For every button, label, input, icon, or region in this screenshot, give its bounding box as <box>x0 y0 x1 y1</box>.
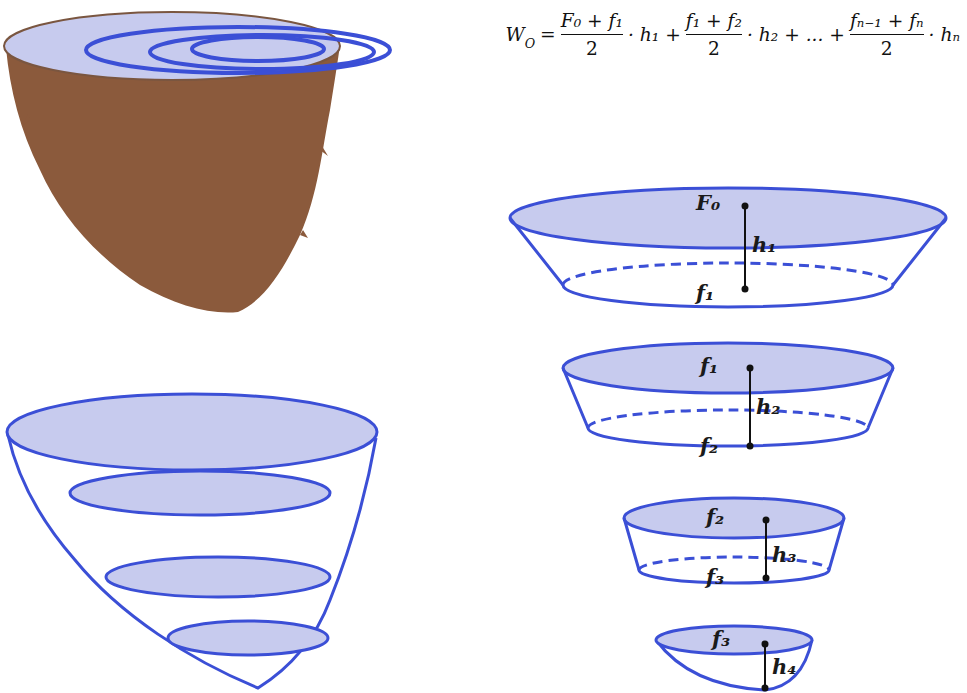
contour-line <box>86 27 390 73</box>
area-label: f₂ <box>706 506 724 527</box>
contour-line <box>192 37 324 61</box>
formula-term: fₙ₋₁ + fₙ <box>850 10 924 31</box>
section-ellipse <box>70 471 330 515</box>
frustum-slice: f₁ h₂ f₂ <box>558 338 900 464</box>
area-label: f₁ <box>700 355 718 376</box>
fraction: F₀ + f₁ 2 <box>561 10 623 59</box>
frustum-shape <box>558 338 900 464</box>
area-label: h₂ <box>756 396 780 417</box>
frustum-shape <box>618 494 852 598</box>
bowl-outline <box>8 435 376 688</box>
frustum-slice: f₂ h₃ f₃ <box>618 494 852 598</box>
section-ellipse <box>106 557 330 597</box>
area-label: F₀ <box>696 192 720 213</box>
formula-term: W <box>505 24 524 45</box>
fraction-bar <box>686 34 742 35</box>
area-label: f₁ <box>696 282 714 303</box>
contour-line <box>150 35 374 69</box>
terrain-body <box>6 45 340 313</box>
formula-term: · h₂ + ... + <box>747 24 845 45</box>
formula-term: = <box>540 24 556 45</box>
frustum-shape <box>504 182 952 314</box>
area-label: h₁ <box>752 234 776 255</box>
formula-term: f₁ + f₂ <box>686 10 742 31</box>
fraction: fₙ₋₁ + fₙ 2 <box>850 10 924 59</box>
fraction: f₁ + f₂ 2 <box>686 10 742 59</box>
area-label: h₄ <box>772 656 796 677</box>
frustum-slice: f₃ h₄ <box>650 620 820 693</box>
formula-term: · hₙ <box>929 24 960 45</box>
formula-term: 2 <box>881 38 893 59</box>
formula-term: 2 <box>586 38 598 59</box>
formula-term: F₀ + f₁ <box>561 10 623 31</box>
area-label: f₃ <box>706 566 724 587</box>
area-label: f₃ <box>712 628 730 649</box>
formula-term: O <box>525 36 535 51</box>
area-label: h₃ <box>772 544 796 565</box>
fraction-bar <box>561 34 623 35</box>
fraction-bar <box>850 34 924 35</box>
section-ellipse <box>168 621 328 655</box>
area-label: f₂ <box>700 435 718 456</box>
terrain-rough-edge <box>22 114 328 238</box>
frustum-slice: F₀ h₁ f₁ <box>504 182 952 314</box>
volume-formula: WO=F₀ + f₁2· h₁ +f₁ + f₂2· h₂ + ... +fₙ₋… <box>505 10 960 59</box>
formula-term: · h₁ + <box>628 24 681 45</box>
formula-lhs: WO <box>505 24 535 45</box>
formula-term: 2 <box>708 38 720 59</box>
section-ellipse <box>7 394 377 470</box>
